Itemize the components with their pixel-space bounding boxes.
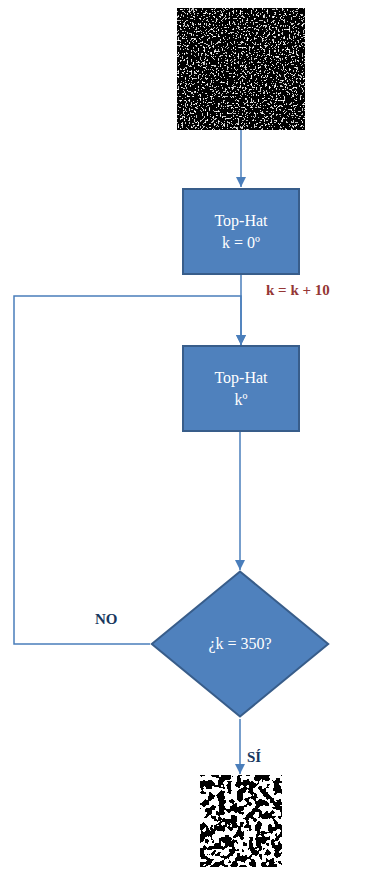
output-image bbox=[200, 775, 282, 867]
output-arrow bbox=[239, 719, 241, 774]
node-text: Top-Hat bbox=[214, 210, 267, 232]
decision-diamond: ¿k = 350? bbox=[150, 570, 330, 718]
input-arrow bbox=[240, 130, 242, 187]
node-text: ¿k = 350? bbox=[208, 633, 271, 655]
process-box: Top-Hatkº bbox=[182, 345, 300, 432]
input-image bbox=[177, 8, 305, 130]
edge-label: k = k + 10 bbox=[264, 282, 332, 299]
flow-arrow bbox=[239, 432, 241, 570]
process-box: Top-Hatk = 0º bbox=[182, 188, 300, 275]
branch-label: SÍ bbox=[245, 749, 263, 766]
node-text: Top-Hat bbox=[214, 367, 267, 389]
edge-label: NO bbox=[93, 611, 120, 628]
node-text: k = 0º bbox=[222, 232, 260, 254]
node-text: kº bbox=[235, 389, 248, 411]
